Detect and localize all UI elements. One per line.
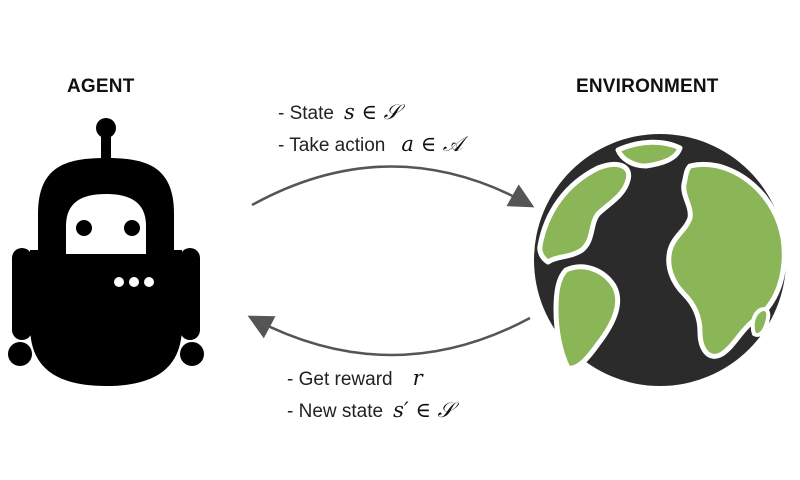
reward-label: - Get reward [287, 369, 393, 390]
globe-icon [526, 126, 794, 394]
agent-title: AGENT [67, 76, 135, 97]
action-arrow [251, 165, 535, 208]
reward-math: r [412, 366, 423, 390]
state-math: s ∈ 𝒮 [343, 100, 400, 124]
new-state-label: - New state [287, 401, 384, 422]
action-line: - Take action a ∈ 𝒜 [278, 132, 463, 158]
robot-icon [8, 118, 204, 386]
reward-line: - Get reward r [287, 366, 423, 392]
action-label: - Take action [278, 135, 386, 156]
new-state-line: - New state s′ ∈ 𝒮 [287, 398, 454, 424]
environment-title: ENVIRONMENT [576, 76, 719, 97]
action-math: a ∈ 𝒜 [401, 132, 463, 156]
reward-arrow [247, 315, 531, 357]
new-state-math: s′ ∈ 𝒮 [393, 398, 454, 422]
state-line: - State s ∈ 𝒮 [278, 100, 400, 126]
state-label: - State [278, 103, 334, 124]
